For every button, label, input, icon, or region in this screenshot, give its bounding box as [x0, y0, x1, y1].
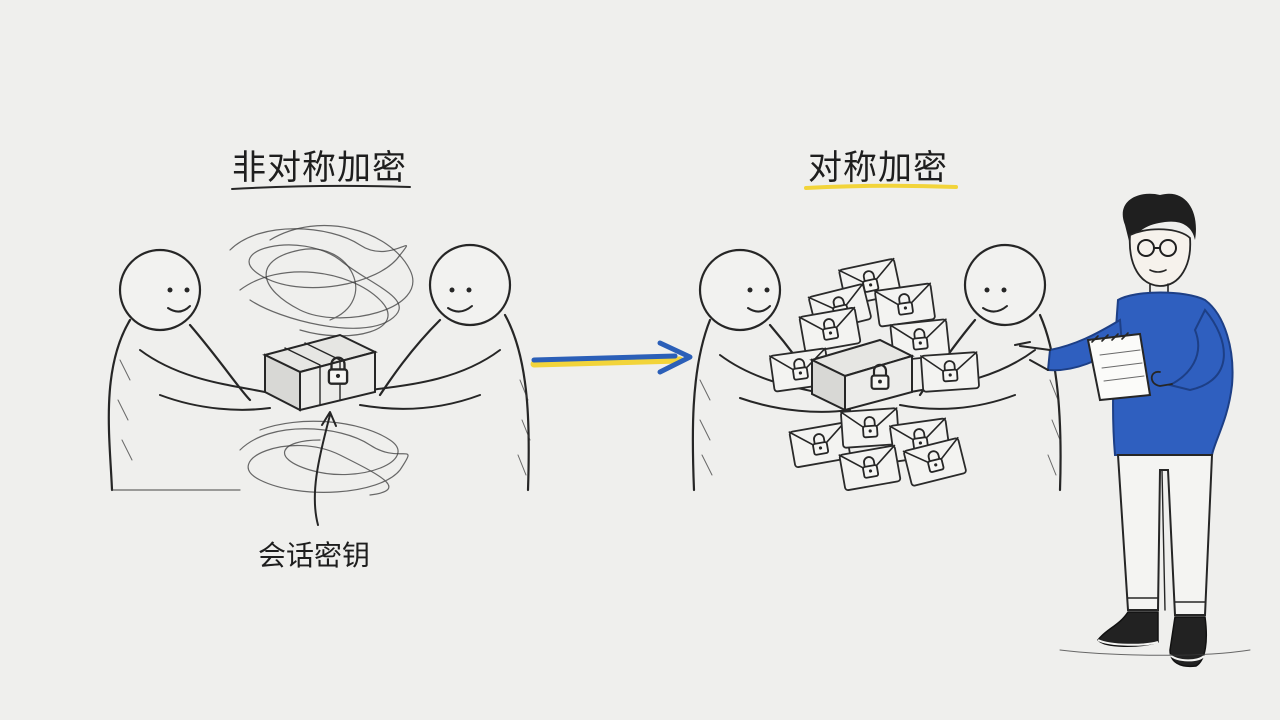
session-key-label: 会话密钥	[258, 539, 371, 572]
person-left-b	[359, 243, 531, 492]
person-left-a	[107, 248, 271, 492]
person-right-b	[899, 243, 1062, 492]
left-title-underline	[231, 184, 411, 190]
right-key-box	[809, 338, 915, 412]
presenter	[1014, 193, 1251, 668]
scribble-cloud-bottom	[239, 420, 409, 496]
scribble-cloud-top	[229, 225, 414, 337]
key-box	[262, 333, 378, 412]
key-pointer-arrow	[313, 411, 337, 526]
right-title-underline	[804, 183, 958, 190]
person-right-a	[691, 248, 851, 492]
right-title: 对称加密	[808, 148, 948, 188]
left-title: 非对称加密	[232, 148, 407, 188]
transition-arrow	[530, 340, 693, 375]
